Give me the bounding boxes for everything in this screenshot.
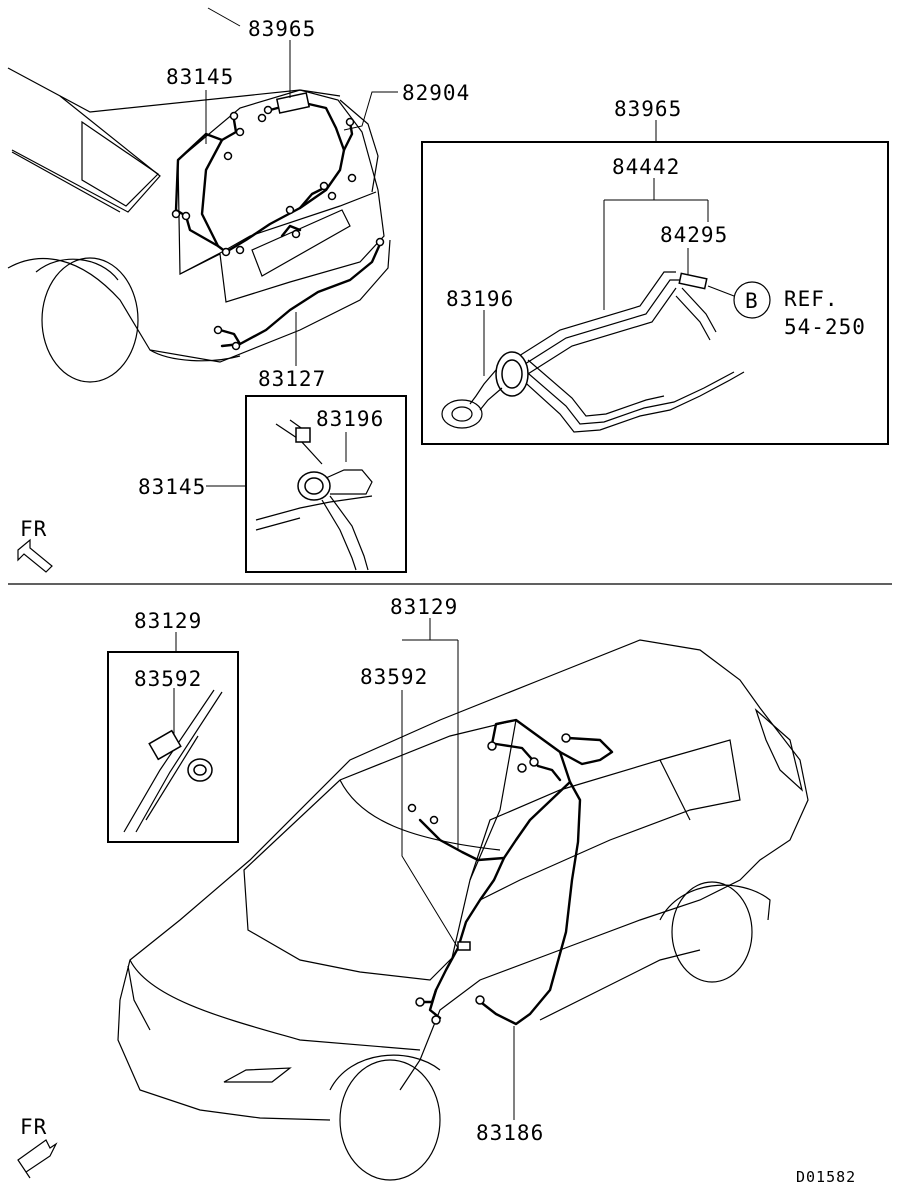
drawing-id: D01582 bbox=[796, 1168, 856, 1186]
label-83129-right: 83129 bbox=[390, 595, 458, 619]
tailgate-harness-83145 bbox=[171, 92, 357, 257]
label-83196-inset: 83196 bbox=[446, 287, 514, 311]
inset-box-83965 bbox=[421, 120, 889, 445]
label-83965-top: 83965 bbox=[248, 17, 316, 41]
label-83965-inset: 83965 bbox=[614, 97, 682, 121]
detail-box-grommet bbox=[206, 395, 407, 573]
roof-harness bbox=[407, 718, 614, 1026]
detail-box-clip bbox=[107, 632, 239, 843]
label-83145-detail: 83145 bbox=[138, 475, 206, 499]
fr-label-top: FR bbox=[20, 517, 47, 541]
ref-circle-b: B bbox=[745, 289, 759, 313]
ref-label-line2: 54-250 bbox=[784, 315, 866, 339]
label-83145-top: 83145 bbox=[166, 65, 234, 89]
label-83129-left: 83129 bbox=[134, 609, 202, 633]
vehicle-illustration bbox=[117, 639, 809, 1181]
label-82904: 82904 bbox=[402, 81, 470, 105]
label-83592-left: 83592 bbox=[134, 667, 202, 691]
bottom-leader-lines bbox=[401, 618, 515, 1120]
label-83592-right: 83592 bbox=[360, 665, 428, 689]
label-83196-detail: 83196 bbox=[316, 407, 384, 431]
label-83127: 83127 bbox=[258, 367, 326, 391]
label-84295: 84295 bbox=[660, 223, 728, 247]
ref-label-line1: REF. bbox=[784, 287, 839, 311]
top-leader-lines bbox=[205, 7, 398, 366]
fr-arrow-bottom-icon bbox=[17, 1139, 58, 1179]
bumper-harness-83127 bbox=[213, 237, 385, 351]
label-83186: 83186 bbox=[476, 1121, 544, 1145]
label-84442: 84442 bbox=[612, 155, 680, 179]
fr-arrow-top-icon bbox=[17, 538, 53, 573]
fr-label-bottom: FR bbox=[20, 1115, 47, 1139]
rear-vehicle-illustration bbox=[7, 67, 391, 383]
